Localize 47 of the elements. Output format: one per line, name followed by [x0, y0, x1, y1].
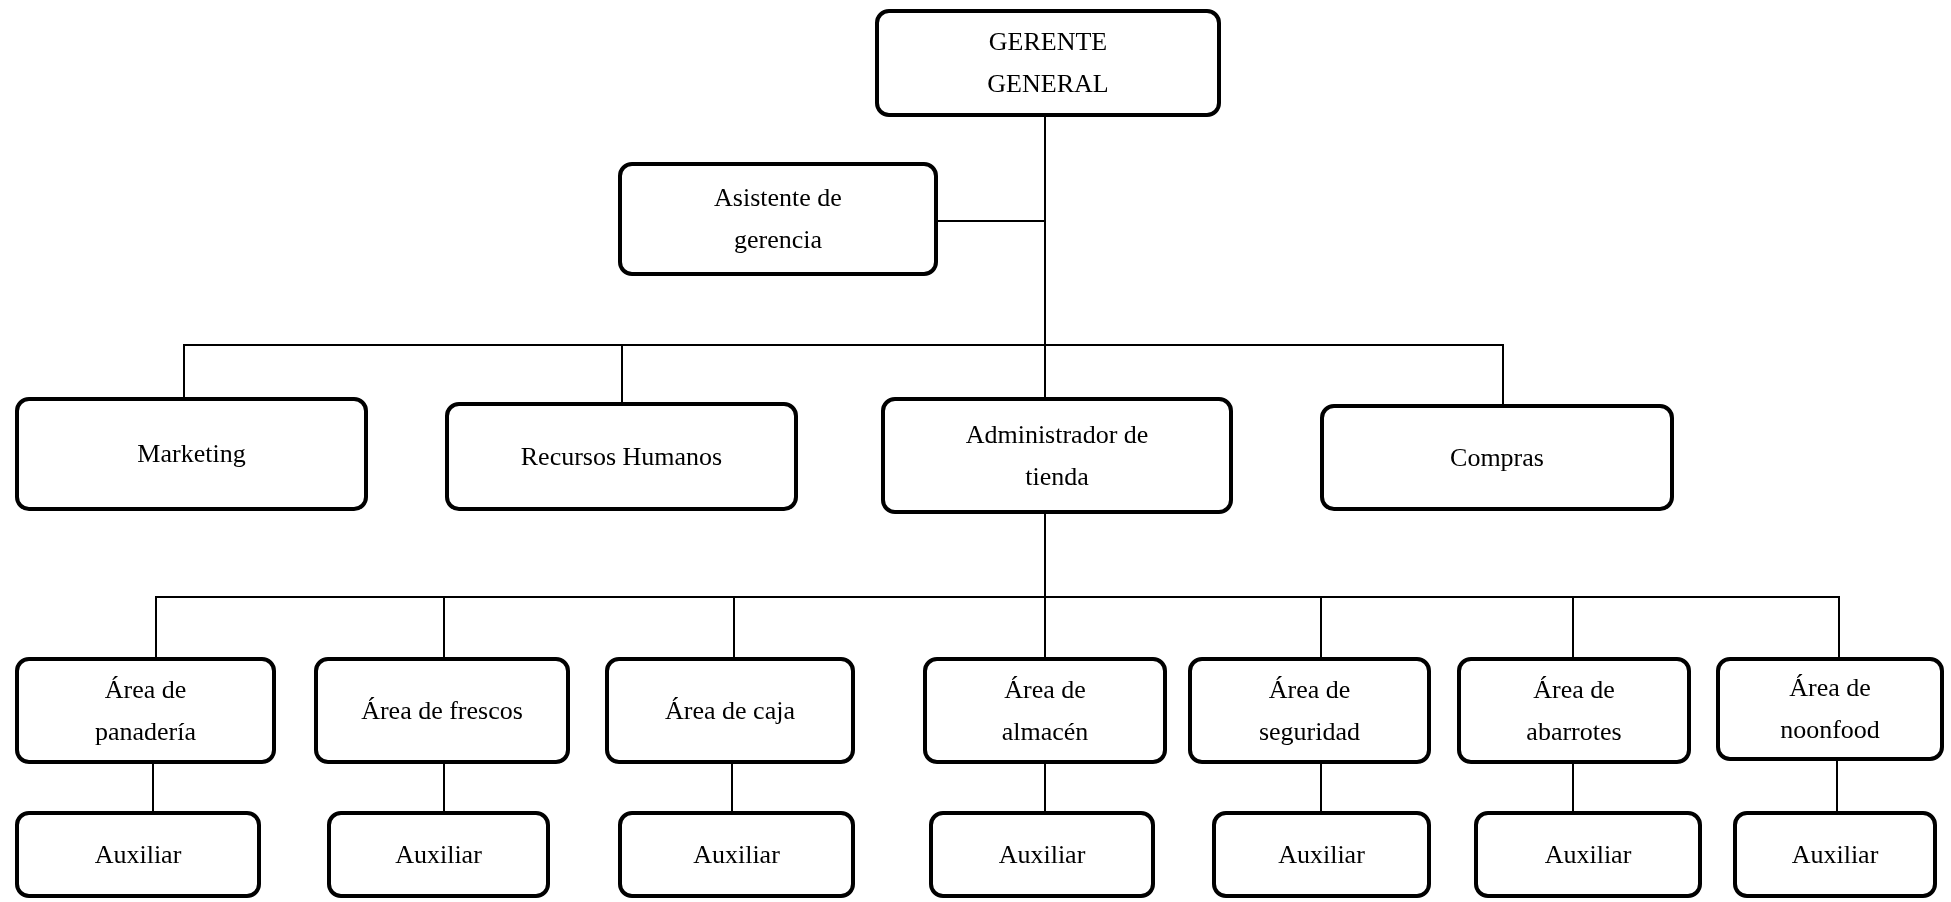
role-label: Auxiliar	[693, 838, 780, 871]
org-box	[875, 9, 1221, 117]
connector-line	[443, 763, 445, 812]
connector-line	[1572, 763, 1574, 812]
connector-line	[1320, 763, 1322, 812]
org-box	[15, 811, 261, 898]
role-label: Marketing	[137, 438, 246, 471]
role-label: Auxiliar	[998, 838, 1086, 871]
role-label: Auxiliar	[94, 838, 182, 871]
role-label: Área de panadería	[93, 673, 197, 748]
role-label: Asistente de gerencia	[713, 182, 843, 256]
role-label: Área de frescos	[361, 694, 523, 727]
org-box	[605, 657, 855, 764]
role-label: Auxiliar	[1791, 838, 1879, 871]
org-box	[618, 811, 855, 898]
role-label: Auxiliar	[1278, 838, 1365, 871]
role-label: Área de noonfood	[1779, 672, 1881, 746]
role-label: Auxiliar	[395, 838, 482, 871]
org-box	[1733, 811, 1937, 898]
role-label: Administrador de tienda	[964, 418, 1150, 493]
org-box	[15, 397, 368, 511]
role-label: Recursos Humanos	[520, 440, 723, 473]
org-box	[929, 811, 1155, 898]
org-box	[327, 811, 550, 898]
org-box	[15, 657, 276, 764]
role-label: Área de caja	[665, 694, 795, 727]
role-label: Auxiliar	[1544, 838, 1632, 871]
org-box	[923, 657, 1167, 764]
org-box	[1212, 811, 1431, 898]
org-box	[314, 657, 570, 764]
org-box	[1188, 657, 1431, 764]
org-box	[881, 397, 1233, 514]
role-label: Área de almacén	[1000, 673, 1090, 748]
org-box	[618, 162, 938, 276]
role-label: Área de abarrotes	[1525, 673, 1623, 748]
role-label: Área de seguridad	[1257, 673, 1362, 748]
org-box	[1320, 404, 1674, 511]
connector-line	[152, 763, 154, 812]
org-box	[1474, 811, 1702, 898]
org-box	[445, 402, 798, 511]
connector-line	[1044, 763, 1046, 812]
org-box	[1457, 657, 1691, 764]
connector-line	[1836, 760, 1838, 812]
role-label: Compras	[1450, 441, 1544, 474]
connector-line	[731, 763, 733, 812]
role-label: GERENTE GENERAL	[986, 26, 1110, 100]
org-box	[1716, 657, 1944, 761]
